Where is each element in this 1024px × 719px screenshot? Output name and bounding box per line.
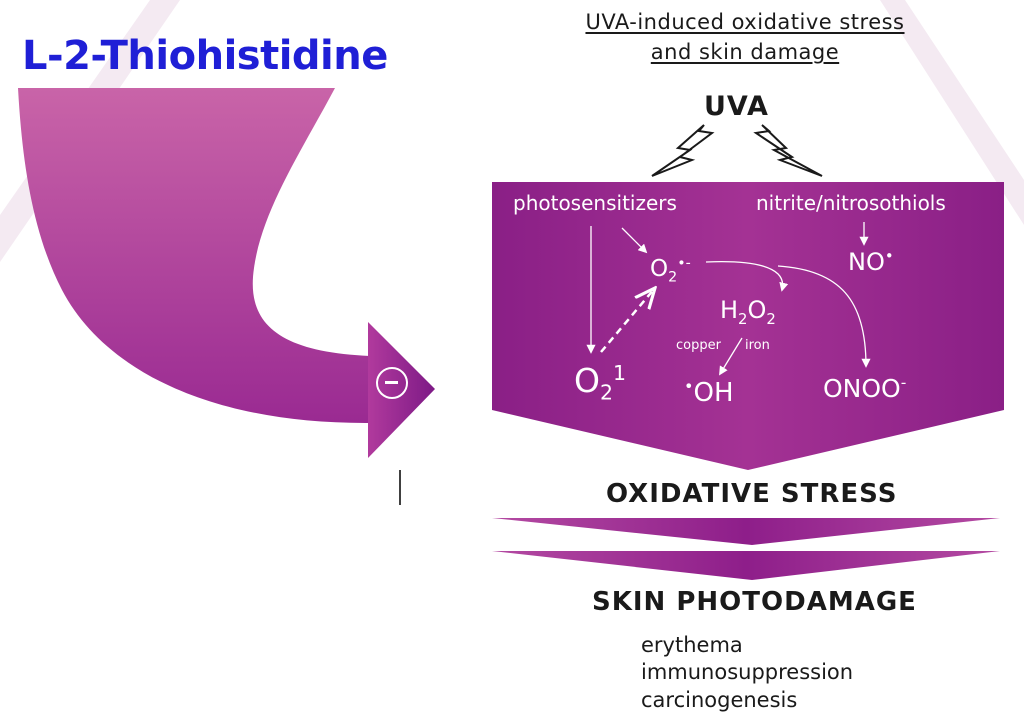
hydrogen-peroxide-label: H2O2 xyxy=(720,296,776,328)
stage-bar-1 xyxy=(492,518,1000,545)
arrow-h2o2-to-hydroxyl xyxy=(719,337,743,376)
catalyst-iron-label: iron xyxy=(745,338,770,353)
stage-bar-2 xyxy=(492,551,1000,580)
effect-item: immunosuppression xyxy=(641,660,854,684)
nitric-oxide-label: NO• xyxy=(848,247,894,276)
nitrite-label: nitrite/nitrosothiols xyxy=(756,191,946,215)
inhibition-arrow-body xyxy=(18,88,370,424)
singlet-oxygen-label: O21 xyxy=(574,361,627,405)
diagram-heading-line-1: UVA-induced oxidative stress xyxy=(585,10,905,34)
skin-photodamage-label: SKIN PHOTODAMAGE xyxy=(592,587,917,617)
inhibition-minus-icon xyxy=(376,367,408,399)
arrow-photosens-to-superoxide xyxy=(621,227,648,254)
arrow-superoxide-to-peroxynitrite xyxy=(777,265,871,368)
diagram-heading-line-2: and skin damage xyxy=(650,40,840,64)
effect-item: carcinogenesis xyxy=(641,688,798,712)
uva-label: UVA xyxy=(704,91,769,122)
hydroxyl-radical-label: •OH xyxy=(684,376,734,408)
arrow-singlet-to-superoxide xyxy=(600,288,655,353)
effect-item: erythema xyxy=(641,633,743,657)
reaction-box xyxy=(492,182,1004,470)
photosensitizers-label: photosensitizers xyxy=(513,191,677,215)
background-stripe-right xyxy=(880,0,1024,225)
lightning-bolt-icon xyxy=(753,124,823,177)
superoxide-label: O2•- xyxy=(650,255,691,286)
peroxynitrite-label: ONOO- xyxy=(823,373,907,403)
oxidative-stress-label: OXIDATIVE STRESS xyxy=(606,479,898,509)
compound-name: L-2-Thiohistidine xyxy=(22,33,388,79)
arrow-superoxide-to-h2o2 xyxy=(705,261,789,292)
lightning-bolt-icon xyxy=(651,124,715,177)
catalyst-copper-label: copper xyxy=(676,338,721,353)
